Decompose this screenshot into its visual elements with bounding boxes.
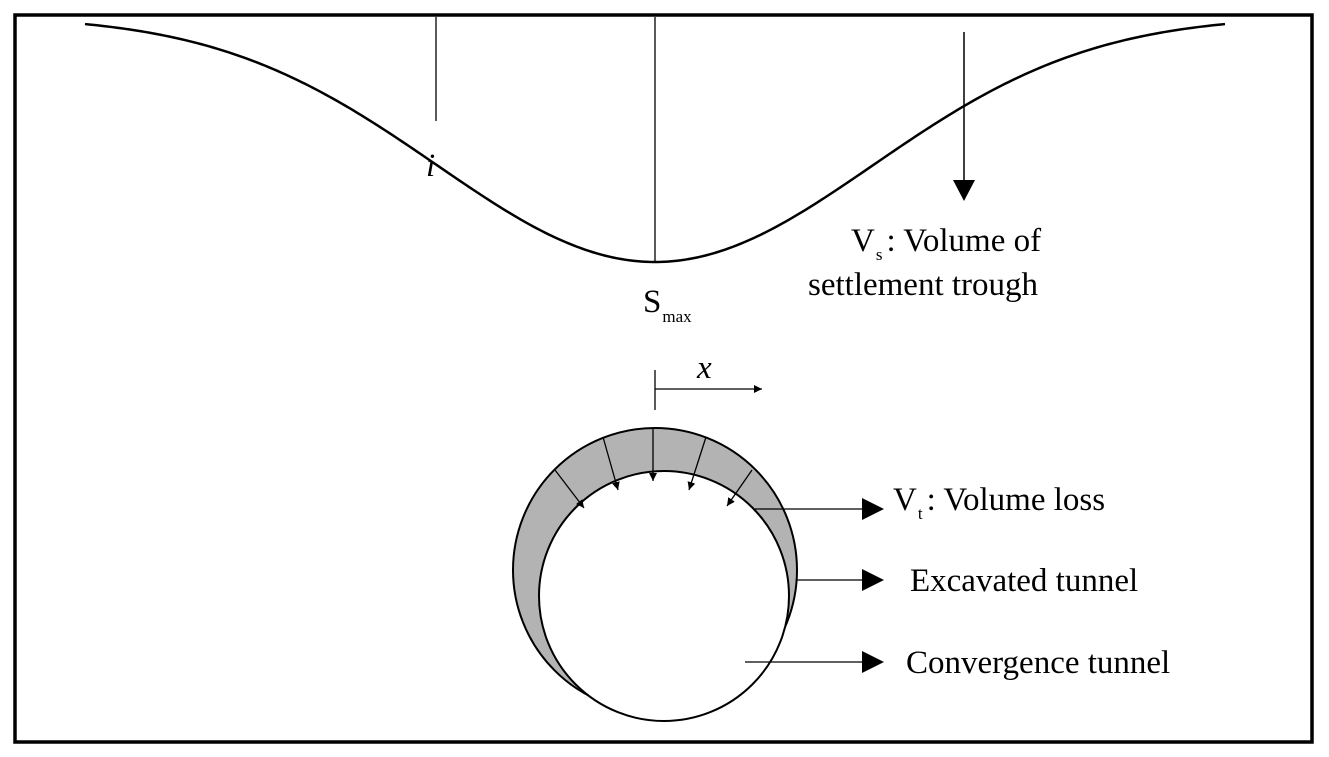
smax-label: Smax xyxy=(643,284,692,326)
convergence-tunnel-label: Convergence tunnel xyxy=(906,645,1170,681)
convergence-arrow xyxy=(602,436,620,491)
vt-label: Vt: Volume loss xyxy=(893,482,1105,523)
settlement-volume-arrowhead xyxy=(953,180,975,201)
excavated-tunnel-label: Excavated tunnel xyxy=(910,563,1138,599)
x-axis-label: x xyxy=(696,350,712,386)
convergence-arrow xyxy=(687,436,707,491)
excavated-tunnel-arrowhead xyxy=(862,569,884,591)
volume-loss-arrowhead xyxy=(862,498,884,520)
convergence-tunnel-circle xyxy=(538,470,790,722)
convergence-arrow xyxy=(726,469,753,507)
vs-label-line2: settlement trough xyxy=(808,267,1039,303)
convergence-arrow xyxy=(554,469,585,509)
inflection-label: i xyxy=(426,148,435,184)
diagram-frame xyxy=(13,13,1314,744)
convergence-arrows xyxy=(554,428,753,509)
vs-label: Vs: Volume of xyxy=(851,223,1041,264)
convergence-tunnel-arrowhead xyxy=(862,651,884,673)
